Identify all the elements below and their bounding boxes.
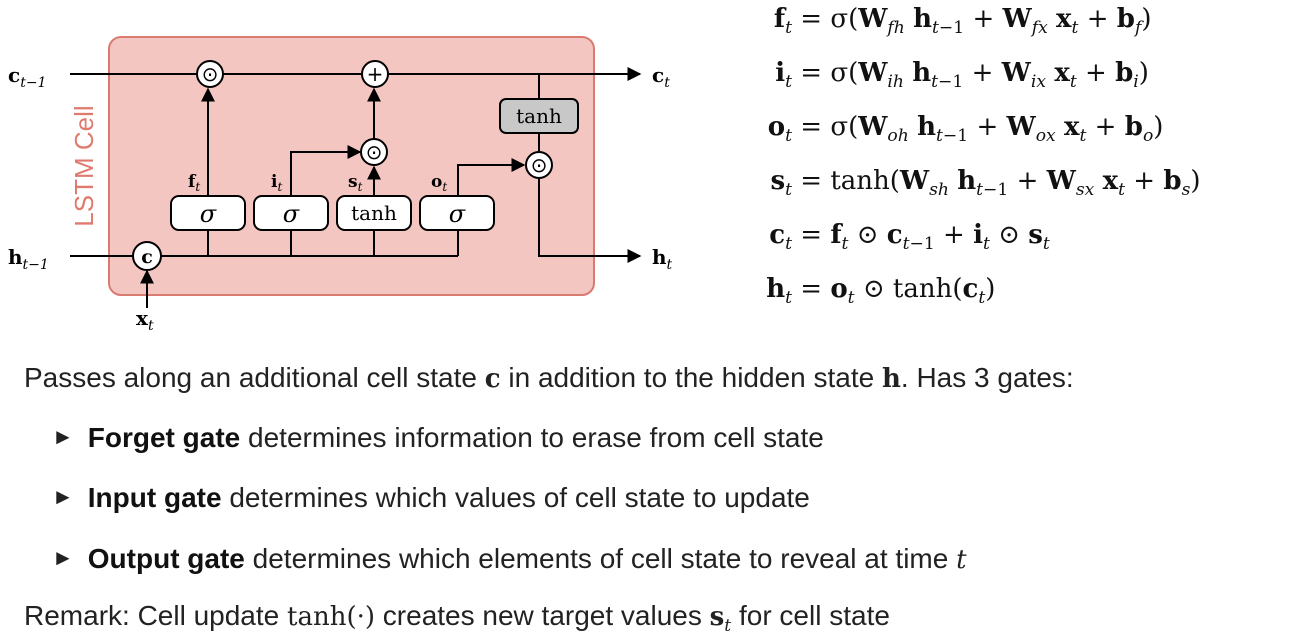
cell-plus-op: +	[361, 60, 389, 88]
input-multiply-op: ⊙	[360, 138, 388, 166]
svg-text:+: +	[367, 62, 384, 86]
gate-label-o: ot	[431, 172, 447, 194]
svg-text:⊙: ⊙	[531, 153, 548, 177]
svg-text:tanh: tanh	[351, 201, 397, 225]
candidate-tanh-box: tanh	[336, 195, 412, 231]
input-gate-box: σ	[253, 195, 329, 231]
equation-f: ft = σ(Wfh ht−1 + Wfx xt + bf)	[773, 4, 1152, 38]
bullet-forget: ►Forget gate determines information to e…	[52, 422, 824, 453]
output-gate-box: σ	[419, 195, 495, 231]
input-c-prev-label: ct−1	[8, 63, 46, 91]
remark-line: Remark: Cell update tanh(·) creates new …	[24, 600, 890, 636]
svg-text:σ: σ	[449, 200, 466, 228]
gate-label-f: ft	[188, 172, 200, 194]
gate-label-s: st	[348, 172, 363, 194]
lstm-cell-label: LSTM Cell	[69, 105, 99, 226]
svg-text:σ: σ	[200, 200, 217, 228]
output-c-label: ct	[652, 63, 670, 91]
svg-text:tanh: tanh	[516, 104, 562, 128]
gate-label-i: it	[271, 172, 282, 194]
bullet-output: ►Output gate determines which elements o…	[52, 543, 967, 575]
equation-i: it = σ(Wih ht−1 + Wix xt + bi)	[775, 58, 1149, 92]
bullet-input: ►Input gate determines which values of c…	[52, 482, 810, 513]
intro-h-symbol: h	[882, 364, 901, 394]
equation-s: st = tanh(Wsh ht−1 + Wsx xt + bs)	[770, 166, 1201, 200]
forget-gate-box: σ	[170, 195, 246, 231]
tanh-output-box: tanh	[499, 98, 579, 134]
svg-text:⊙: ⊙	[366, 140, 383, 164]
forget-multiply-op: ⊙	[196, 60, 224, 88]
svg-text:⊙: ⊙	[202, 62, 219, 86]
bullet-marker-icon: ►	[52, 424, 74, 449]
intro-c-symbol: c	[484, 364, 501, 394]
input-h-prev-label: ht−1	[8, 245, 49, 273]
equation-o: ot = σ(Woh ht−1 + Wox xt + bo)	[767, 112, 1164, 146]
equation-c: ct = ft ⊙ ct−1 + it ⊙ st	[769, 220, 1050, 254]
output-h-label: ht	[652, 245, 673, 273]
input-x-label: xt	[136, 306, 154, 334]
output-multiply-op: ⊙	[525, 151, 553, 179]
concat-node: c	[132, 241, 162, 271]
bullet-marker-icon: ►	[52, 545, 74, 570]
intro-line: Passes along an additional cell state c …	[24, 362, 1074, 394]
svg-text:σ: σ	[283, 200, 300, 228]
bullet-marker-icon: ►	[52, 484, 74, 509]
lstm-diagram: LSTM Cell ⊙ + ⊙ ⊙ c	[8, 36, 673, 334]
svg-text:c: c	[141, 246, 153, 268]
equation-h: ht = ot ⊙ tanh(ct)	[766, 274, 996, 308]
